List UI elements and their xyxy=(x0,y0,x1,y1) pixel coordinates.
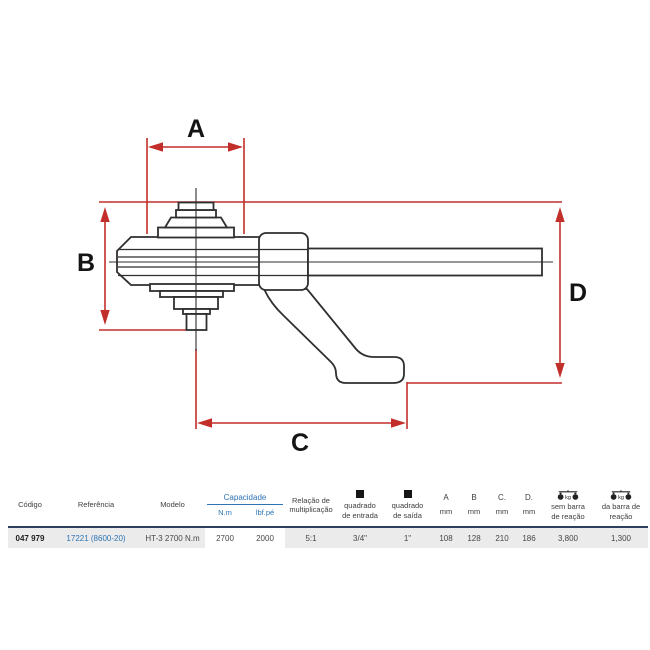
kg-text: kg xyxy=(618,495,624,501)
cell-quadrado-saida: 1" xyxy=(383,528,432,548)
header-da-barra: kg da barra de reação xyxy=(594,484,648,526)
cell-dim-c: 210 xyxy=(488,528,516,548)
table-header-row: Código Referência Modelo Capacidade N.m … xyxy=(8,484,648,528)
header-relacao: Relação de multiplicação xyxy=(285,484,337,526)
header-capacidade-group: Capacidade N.m lbf.pé xyxy=(205,484,285,526)
header-dim-a-unit: mm xyxy=(439,507,453,517)
header-modelo-label: Modelo xyxy=(160,500,185,510)
cell-relacao: 5:1 xyxy=(285,528,337,548)
cell-peso-da-barra: 1,300 xyxy=(594,528,648,548)
header-codigo: Código xyxy=(8,484,52,526)
header-relacao-line1: Relação de xyxy=(292,495,330,505)
cell-referencia-link[interactable]: 17221 (8600-20) xyxy=(52,528,140,548)
cell-capacidade-nm: 2700 xyxy=(205,528,245,548)
dimension-lines xyxy=(99,138,562,429)
header-dim-b: B mm xyxy=(460,484,488,526)
header-da-line1: da barra de xyxy=(601,502,641,512)
square-drive-icon xyxy=(403,490,412,499)
weight-scale-icon: kg xyxy=(610,490,632,501)
reaction-arm xyxy=(262,288,405,384)
capacidade-underline xyxy=(207,504,283,505)
header-referencia: Referência xyxy=(52,484,140,526)
kg-text: kg xyxy=(565,495,571,501)
header-entrada-line1: quadrado xyxy=(344,501,376,511)
header-dim-b-letter: B xyxy=(471,493,477,503)
dim-label-c: C xyxy=(291,429,309,457)
header-quadrado-saida: quadrado de saída xyxy=(383,484,432,526)
cell-quadrado-entrada: 3/4" xyxy=(337,528,383,548)
spec-table: Código Referência Modelo Capacidade N.m … xyxy=(8,484,648,548)
body-detail-lines xyxy=(118,248,308,277)
header-da-line2: reação xyxy=(609,511,633,521)
header-referencia-label: Referência xyxy=(77,500,115,510)
cell-dim-a: 108 xyxy=(432,528,460,548)
header-relacao-line2: multiplicação xyxy=(289,505,333,514)
header-entrada-line2: de entrada xyxy=(342,510,378,520)
cell-peso-sem-barra: 3,800 xyxy=(542,528,594,548)
square-drive-icon xyxy=(356,490,364,499)
header-dim-d-unit: mm xyxy=(522,507,536,517)
header-dim-c-letter: C. xyxy=(498,493,506,503)
cell-modelo: HT-3 2700 N.m xyxy=(140,528,205,548)
header-sem-barra: kg sem barra de reação xyxy=(542,484,594,526)
cell-capacidade-lbfpe: 2000 xyxy=(245,528,285,548)
diagram-svg: A B C D xyxy=(77,115,587,457)
tool-drawing xyxy=(116,201,543,384)
cell-dim-d: 186 xyxy=(516,528,542,548)
header-nm-label: N.m xyxy=(218,508,232,517)
header-quadrado-entrada: quadrado de entrada xyxy=(337,484,383,526)
header-saida-line2: de saída xyxy=(393,510,422,520)
header-dim-a-letter: A xyxy=(443,493,449,503)
center-lines xyxy=(109,188,553,351)
header-dim-d-letter: D. xyxy=(525,493,533,503)
cell-dim-b: 128 xyxy=(460,528,488,548)
header-saida-line1: quadrado xyxy=(391,501,424,511)
header-lbfpe-label: lbf.pé xyxy=(255,508,275,517)
cell-codigo: 047 979 xyxy=(8,528,52,548)
dimension-arrowheads xyxy=(100,142,565,428)
tool-body xyxy=(116,236,261,286)
header-sem-line1: sem barra xyxy=(551,502,585,512)
header-dim-b-unit: mm xyxy=(467,507,481,517)
header-capacidade-label: Capacidade xyxy=(223,493,267,502)
dim-label-a: A xyxy=(187,115,205,143)
header-codigo-label: Código xyxy=(18,500,42,510)
header-dim-c: C. mm xyxy=(488,484,516,526)
header-modelo: Modelo xyxy=(140,484,205,526)
torque-multiplier-diagram: A B C D xyxy=(77,115,587,457)
header-sem-line2: de reação xyxy=(551,511,585,521)
capacidade-subheaders: N.m lbf.pé xyxy=(205,508,285,517)
weight-scale-icon: kg xyxy=(557,490,579,501)
header-dim-a: A mm xyxy=(432,484,460,526)
header-dim-c-unit: mm xyxy=(495,507,509,517)
dim-label-d: D xyxy=(569,279,587,307)
header-dim-d: D. mm xyxy=(516,484,542,526)
dim-label-b: B xyxy=(77,249,95,277)
table-row: 047 979 17221 (8600-20) HT-3 2700 N.m 27… xyxy=(8,528,648,548)
